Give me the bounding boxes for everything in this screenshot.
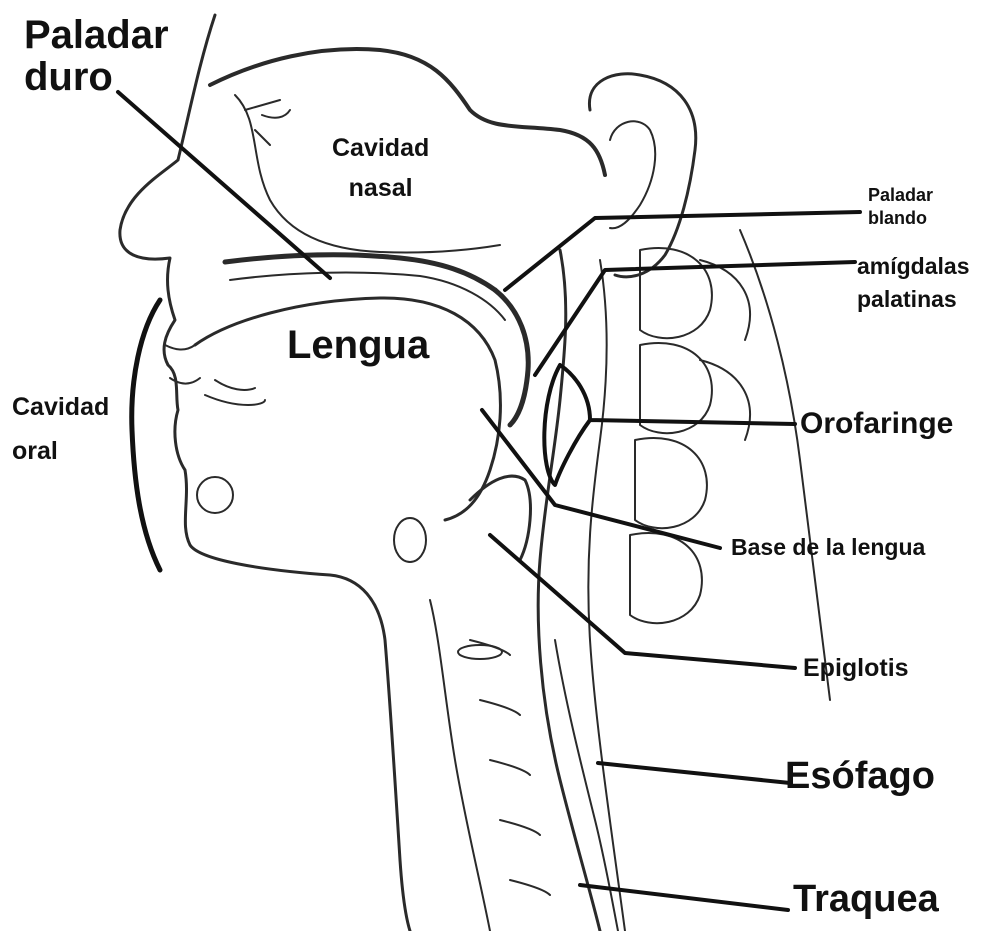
- label-base-de-la-lengua-text: Base de la lengua: [731, 535, 925, 559]
- label-orofaringe: Orofaringe: [800, 408, 953, 440]
- label-amigdalas-line2: palatinas: [857, 283, 970, 316]
- label-paladar-blando-line1: Paladar: [868, 184, 933, 207]
- mandible-bone: [197, 477, 233, 513]
- label-cavidad-oral-line1: Cavidad: [12, 386, 109, 430]
- label-cavidad-nasal: Cavidad nasal: [332, 128, 429, 208]
- label-lengua-text: Lengua: [287, 324, 429, 366]
- hyoid: [394, 518, 426, 562]
- leader-esofago: [598, 763, 790, 783]
- label-traquea-text: Traquea: [793, 880, 939, 920]
- leader-amigdalas: [535, 262, 855, 375]
- label-paladar-blando: Paladar blando: [868, 184, 933, 229]
- label-epiglotis: Epiglotis: [803, 655, 909, 681]
- vocal-fold: [458, 645, 502, 659]
- label-paladar-duro: Paladar duro: [24, 14, 169, 98]
- label-epiglotis-text: Epiglotis: [803, 655, 909, 681]
- pharynx-wall-posterior: [588, 260, 625, 931]
- leader-paladar-blando: [505, 212, 860, 290]
- tongue-lower: [205, 380, 265, 405]
- leader-lines: [118, 92, 860, 910]
- label-traquea: Traquea: [793, 880, 939, 920]
- label-cavidad-oral-line2: oral: [12, 430, 109, 474]
- epiglottis: [470, 476, 530, 560]
- label-cavidad-nasal-line2: nasal: [332, 168, 429, 208]
- label-orofaringe-text: Orofaringe: [800, 408, 953, 440]
- neck-back: [740, 230, 830, 700]
- label-cavidad-oral: Cavidad oral: [12, 386, 109, 474]
- leader-orofaringe: [544, 365, 795, 485]
- label-paladar-duro-line1: Paladar: [24, 14, 169, 56]
- label-cavidad-nasal-line1: Cavidad: [332, 128, 429, 168]
- nasal-turbinate: [245, 100, 290, 145]
- label-esofago: Esófago: [785, 757, 935, 797]
- label-base-de-la-lengua: Base de la lengua: [731, 535, 925, 559]
- label-esofago-text: Esófago: [785, 757, 935, 797]
- oral-cavity-bracket: [132, 300, 160, 570]
- pharynx-wall-anterior: [538, 250, 600, 931]
- label-paladar-blando-line2: blando: [868, 207, 933, 230]
- label-paladar-duro-line2: duro: [24, 56, 169, 98]
- cervical-vertebrae: [630, 248, 750, 623]
- label-lengua: Lengua: [287, 324, 429, 366]
- leader-paladar-duro: [118, 92, 330, 278]
- label-amigdalas-line1: amígdalas: [857, 250, 970, 283]
- trachea-rings: [470, 640, 550, 895]
- lips: [165, 345, 200, 384]
- ear-inner: [610, 121, 655, 228]
- label-amigdalas-palatinas: amígdalas palatinas: [857, 250, 970, 317]
